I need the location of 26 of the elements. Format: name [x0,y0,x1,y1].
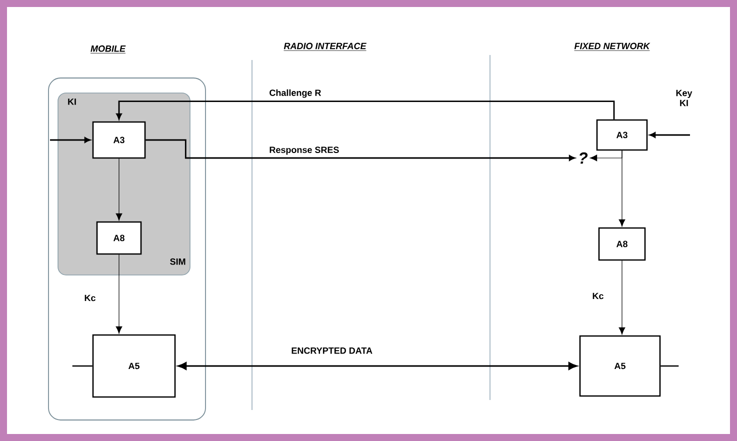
arrow [50,137,91,143]
node-label: MOBILE [90,45,126,52]
edge-label: KI [68,98,76,105]
edge-label: Kc [592,292,604,300]
question-mark: ? [580,152,588,164]
algorithm-box: A8 [96,221,142,255]
arrow [618,260,626,335]
edge-label: Response SRES [270,146,339,155]
algorithm-box: A5 [579,335,661,397]
column-heading: FIXED NETWORK [574,42,650,51]
column-heading: RADIO INTERFACE [284,42,366,51]
edge-label: Kc [84,294,96,302]
algorithm-box: A3 [596,119,648,151]
arrow [618,150,626,227]
arrow [116,100,615,120]
edge-label: Key KI [676,90,692,106]
arrow [116,254,122,334]
edge-label: ENCRYPTED DATA [292,347,372,354]
arrow [116,158,122,221]
algorithm-box: A8 [598,227,646,261]
algorithm-box: A5 [92,334,176,398]
algorithm-box: A3 [92,121,146,159]
arrow [649,132,690,138]
arrow [178,362,578,370]
arrow [146,139,576,161]
edge-label: Challenge R [270,89,322,98]
